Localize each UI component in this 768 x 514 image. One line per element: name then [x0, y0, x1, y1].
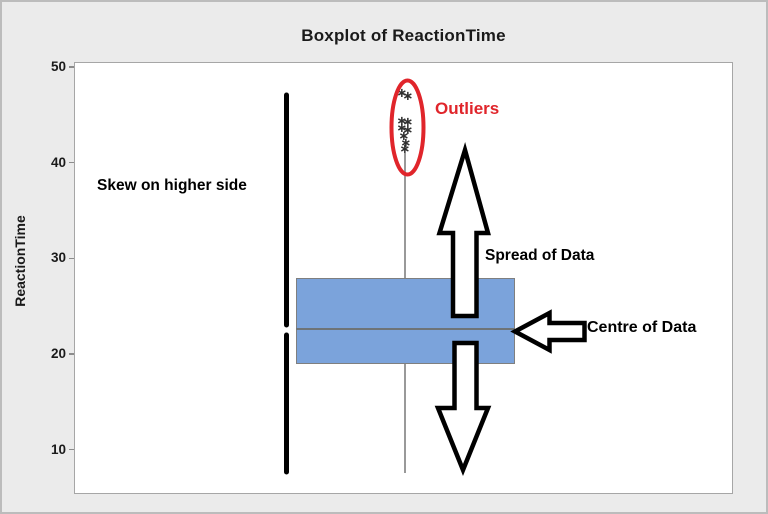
y-tick-label: 30	[50, 250, 66, 266]
y-tick-mark	[69, 161, 74, 164]
spread-down-arrow	[434, 340, 492, 477]
y-tick-mark	[69, 448, 74, 451]
outlier-marker: ∗	[396, 121, 408, 137]
y-tick-mark	[69, 353, 74, 355]
outlier-marker: ∗	[402, 115, 414, 131]
median-line	[295, 328, 515, 331]
chart-title: Boxplot of ReactionTime	[301, 26, 506, 45]
y-tick-label: 20	[50, 345, 66, 361]
outlier-marker: ∗	[402, 88, 414, 104]
skew-annotation-label: Skew on higher side	[97, 177, 247, 194]
y-tick-label: 50	[50, 59, 66, 74]
centre-left-arrow	[510, 309, 587, 354]
annotation-overlay	[284, 78, 587, 477]
plot-area: ∗∗∗∗∗∗∗∗∗	[74, 62, 733, 494]
outlier-marker: ∗	[398, 128, 410, 144]
y-tick-mark	[69, 66, 74, 68]
outlier-marker: ∗	[402, 123, 414, 139]
y-axis-label: ReactionTime	[12, 215, 28, 307]
spread-annotation-label: Spread of Data	[485, 247, 595, 264]
outlier-marker: ∗	[396, 113, 408, 129]
y-tick-label: 40	[50, 154, 66, 170]
spread-up-arrow	[436, 141, 491, 319]
y-tick-label: 10	[50, 441, 66, 457]
outlier-marker: ∗	[396, 85, 408, 101]
outlier-marker: ∗	[399, 142, 411, 158]
outliers-ellipse	[389, 78, 426, 177]
y-tick-mark	[69, 257, 74, 259]
outlier-marker: ∗	[400, 135, 412, 151]
outliers-annotation-label: Outliers	[435, 99, 500, 118]
centre-annotation-label: Centre of Data	[587, 319, 697, 336]
